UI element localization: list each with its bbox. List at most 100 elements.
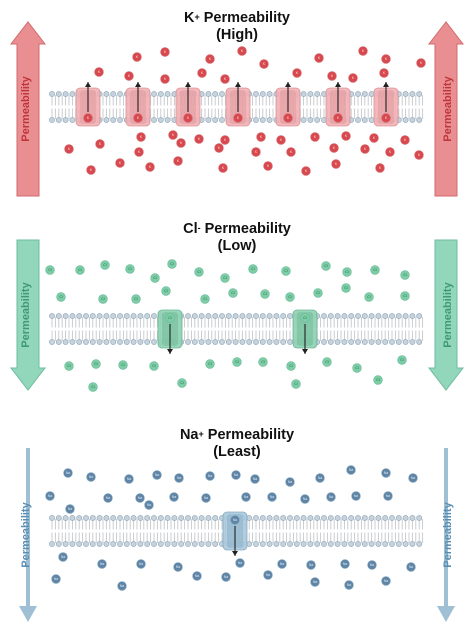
k-ion: K: [218, 163, 228, 173]
k-ion-label: K: [280, 138, 283, 142]
na-ion: Na: [231, 470, 241, 480]
k-ion-label: K: [177, 159, 180, 163]
cl-ion-label: Cl: [294, 382, 298, 386]
k-ion: K: [136, 132, 146, 142]
k-ion-circle: [145, 162, 155, 172]
k-ion: K: [414, 150, 424, 160]
na-ion: Na: [344, 580, 354, 590]
k-ion-label: K: [267, 164, 270, 168]
na-arrow-label-left: Permeability: [20, 501, 32, 567]
cl-ion-circle: [400, 270, 410, 280]
k-ion-circle: [379, 68, 389, 78]
cl-ion-circle: [131, 294, 141, 304]
na-ion: Na: [221, 572, 231, 582]
k-ion-channel: K: [325, 82, 351, 127]
k-ion-circle: [160, 47, 170, 57]
na-ion-label: Na: [61, 555, 66, 559]
k-ion-label: K: [222, 166, 225, 170]
na-ion-label: Na: [89, 475, 94, 479]
k-ion-circle: [292, 68, 302, 78]
na-ion-label: Na: [329, 495, 334, 499]
k-ion-label: K: [420, 61, 423, 65]
cl-ion-label: Cl: [373, 268, 377, 272]
k-ion-label: K: [287, 116, 290, 120]
cl-ion: Cl: [161, 286, 171, 296]
k-ion-label: K: [305, 169, 308, 173]
k-ion-label: K: [373, 136, 376, 140]
na-channel-arrow-head: [232, 551, 238, 556]
cl-ion: Cl: [341, 283, 351, 293]
na-ion: Na: [136, 559, 146, 569]
na-arrow-head: [437, 606, 455, 622]
k-ion: K: [310, 132, 320, 142]
cl-ion-circle: [118, 360, 128, 370]
cl-ion-circle: [125, 264, 135, 274]
cl-ion: Cl: [232, 357, 242, 367]
k-ion-circle: [197, 68, 207, 78]
na-ion-label: Na: [238, 561, 243, 565]
k-ion-label: K: [68, 147, 71, 151]
k-ion-label: K: [389, 150, 392, 154]
cl-ion-circle: [205, 359, 215, 369]
na-ion-circle: [136, 559, 146, 569]
cl-ion: Cl: [322, 357, 332, 367]
cl-ion: Cl: [397, 355, 407, 365]
k-ion: K: [301, 166, 311, 176]
k-ion-channel: K: [125, 82, 151, 127]
na-ion: Na: [310, 577, 320, 587]
cl-ion-label: Cl: [153, 276, 157, 280]
k-ion: K: [360, 144, 370, 154]
k-ion: K: [197, 68, 207, 78]
k-channel-arrow-head: [235, 82, 241, 87]
k-ion-label: K: [335, 162, 338, 166]
k-ion-circle: [218, 163, 228, 173]
na-ion: Na: [408, 473, 418, 483]
na-ion-circle: [221, 572, 231, 582]
k-ion: K: [251, 147, 261, 157]
k-ion: K: [233, 113, 243, 123]
na-ion-label: Na: [303, 497, 308, 501]
k-ion-circle: [134, 147, 144, 157]
cl-ion: Cl: [45, 265, 55, 275]
na-ion-label: Na: [54, 577, 59, 581]
cl-ion-label: Cl: [203, 297, 207, 301]
k-ion: K: [385, 147, 395, 157]
cl-ion-circle: [341, 283, 351, 293]
k-ion: K: [124, 71, 134, 81]
na-permeability-subtitle: (Least): [213, 444, 261, 460]
k-ion: K: [263, 161, 273, 171]
k-ion: K: [83, 113, 93, 123]
k-ion-label: K: [337, 116, 340, 120]
cl-title-rest: Permeability: [200, 221, 291, 237]
na-ion-label: Na: [127, 477, 132, 481]
na-ion: Na: [235, 558, 245, 568]
na-ion-label: Na: [138, 496, 143, 500]
k-ion: K: [134, 147, 144, 157]
k-ion-circle: [381, 54, 391, 64]
na-ion-circle: [277, 559, 287, 569]
na-ion-circle: [381, 576, 391, 586]
k-ion: K: [205, 54, 215, 64]
cl-ion-circle: [100, 260, 110, 270]
cl-ion-circle: [373, 375, 383, 385]
cl-ion-label: Cl: [197, 270, 201, 274]
cl-ion-label: Cl: [263, 292, 267, 296]
cl-ion-circle: [161, 286, 171, 296]
cl-ion-circle: [260, 289, 270, 299]
na-ion: Na: [367, 560, 377, 570]
k-ion-circle: [416, 58, 426, 68]
cl-title-ion: Cl: [183, 221, 198, 237]
cl-ion-circle: [75, 265, 85, 275]
k-ion: K: [259, 59, 269, 69]
k-ion-circle: [301, 166, 311, 176]
k-ion-circle: [94, 67, 104, 77]
cl-ion-channel: Cl: [157, 309, 183, 354]
na-ion-label: Na: [384, 471, 389, 475]
na-ion-label: Na: [176, 565, 181, 569]
na-ion-label: Na: [233, 518, 238, 522]
cl-ion-circle: [370, 265, 380, 275]
k-ion-label: K: [362, 49, 365, 53]
cl-ion-label: Cl: [403, 273, 407, 277]
na-ion: Na: [406, 562, 416, 572]
na-ion-label: Na: [313, 580, 318, 584]
